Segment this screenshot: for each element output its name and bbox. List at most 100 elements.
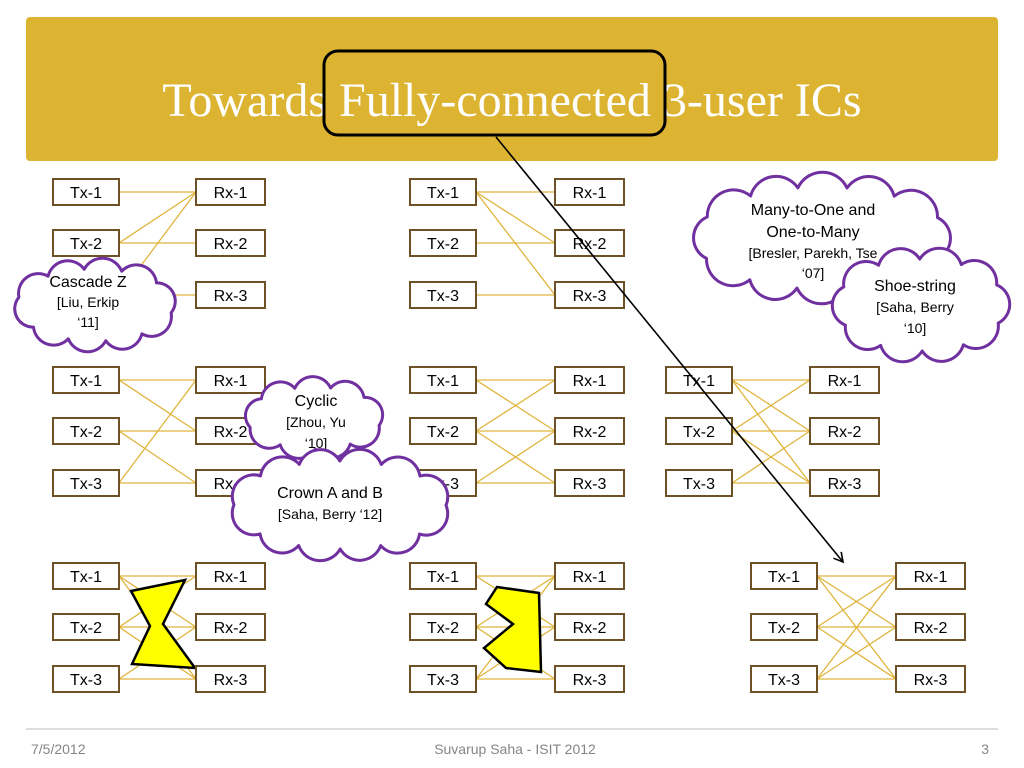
tx-box-frame — [52, 229, 120, 257]
tx-box-frame — [409, 281, 477, 309]
cloud-shape — [243, 375, 385, 460]
link-lines — [475, 191, 556, 296]
tx-label: Tx-3 — [427, 672, 459, 689]
rx-box-frame — [895, 665, 966, 693]
tx-box: Tx-1 — [665, 366, 733, 394]
cloud-citation-line: [Liu, Erkip — [57, 294, 119, 310]
tx-box-frame — [409, 366, 477, 394]
rx-box-frame — [554, 562, 625, 590]
rx-box: Rx-2 — [554, 417, 625, 445]
rx-box: Rx-3 — [554, 469, 625, 497]
cloud-title-line: Cyclic — [295, 393, 338, 410]
tx-box: Tx-2 — [409, 613, 477, 641]
rx-label: Rx-1 — [573, 185, 607, 202]
tx-label: Tx-2 — [427, 620, 459, 637]
rx-box: Rx-2 — [895, 613, 966, 641]
zigzag-marker — [482, 585, 543, 674]
tx-box: Tx-3 — [52, 469, 120, 497]
tx-box: Tx-3 — [409, 281, 477, 309]
tx-box: Tx-3 — [750, 665, 818, 693]
tx-label: Tx-1 — [768, 569, 800, 586]
citation-cloud: Crown A and B [Saha, Berry ‘12] — [230, 447, 450, 563]
cloud-shape — [830, 246, 1012, 364]
tx-box-frame — [52, 613, 120, 641]
rx-box: Rx-1 — [195, 366, 266, 394]
rx-box: Rx-2 — [554, 613, 625, 641]
rx-label: Rx-2 — [573, 424, 607, 441]
tx-box: Tx-2 — [409, 229, 477, 257]
tx-box: Tx-1 — [52, 562, 120, 590]
rx-box: Rx-1 — [554, 178, 625, 206]
link-line — [816, 626, 897, 680]
rx-label: Rx-3 — [914, 672, 948, 689]
cloud-shape — [13, 256, 177, 354]
tx-label: Tx-3 — [70, 672, 102, 689]
rx-box-frame — [554, 665, 625, 693]
tx-label: Tx-1 — [427, 569, 459, 586]
rx-box-frame — [809, 417, 880, 445]
citation-cloud: Cyclic[Zhou, Yu‘10] — [243, 375, 385, 460]
citation-cloud: Cascade Z[Liu, Erkip‘11] — [13, 256, 177, 354]
pointer-arrow — [495, 136, 845, 564]
tx-box: Tx-1 — [409, 562, 477, 590]
tx-label: Tx-1 — [70, 185, 102, 202]
link-line — [816, 575, 897, 680]
cloud-citation-line: [Saha, Berry ‘12] — [278, 506, 382, 522]
rx-box-frame — [809, 366, 880, 394]
highlight-box — [322, 49, 667, 137]
diagram-8: Tx-1Tx-2Tx-3 Rx-1Rx-2Rx-3 — [750, 562, 966, 693]
rx-label: Rx-2 — [214, 620, 248, 637]
cloud-shape — [230, 447, 450, 563]
title-banner — [26, 17, 998, 161]
diagram-3: Tx-1Tx-2Tx-3Rx-1Rx-2Rx-3 — [52, 366, 266, 497]
rx-label: Rx-1 — [214, 569, 248, 586]
cloud-title-line: Many-to-One and — [751, 202, 876, 219]
tx-box-frame — [409, 665, 477, 693]
rx-box-frame — [809, 469, 880, 497]
rx-label: Rx-2 — [214, 236, 248, 253]
tx-box: Tx-2 — [52, 417, 120, 445]
tx-box: Tx-2 — [52, 229, 120, 257]
rx-box-frame — [195, 366, 266, 394]
rx-label: Rx-1 — [914, 569, 948, 586]
citation-cloud: Shoe-string[Saha, Berry‘10] — [830, 246, 1012, 364]
rx-label: Rx-3 — [214, 288, 248, 305]
tx-box-frame — [52, 562, 120, 590]
link-line — [118, 430, 197, 484]
diagram-5: Tx-1Tx-2Tx-3Rx-1Rx-2Rx-3 — [665, 366, 880, 497]
rx-box-frame — [554, 178, 625, 206]
rx-box-frame — [554, 613, 625, 641]
footer-page-number: 3 — [981, 741, 989, 757]
tx-label: Tx-2 — [427, 424, 459, 441]
rx-box: Rx-2 — [195, 229, 266, 257]
rx-box: Rx-1 — [895, 562, 966, 590]
rx-box: Rx-1 — [554, 562, 625, 590]
link-line — [731, 379, 811, 432]
tx-box: Tx-2 — [665, 417, 733, 445]
rx-label: Rx-1 — [573, 569, 607, 586]
tx-box-frame — [52, 178, 120, 206]
tx-box-frame — [52, 366, 120, 394]
tx-label: Tx-2 — [768, 620, 800, 637]
rx-box-frame — [195, 281, 266, 309]
rx-box: Rx-3 — [895, 665, 966, 693]
rx-box: Rx-3 — [554, 281, 625, 309]
tx-label: Tx-3 — [427, 288, 459, 305]
link-line — [118, 191, 197, 244]
tx-label: Tx-1 — [427, 185, 459, 202]
citation-clouds: Cascade Z[Liu, Erkip‘11]Many-to-One andO… — [13, 170, 1012, 563]
rx-box: Rx-1 — [195, 562, 266, 590]
cloud-title-line: Crown A and B — [277, 485, 383, 502]
cloud-citation-line: ‘10] — [904, 320, 927, 336]
tx-label: Tx-3 — [70, 476, 102, 493]
tx-box: Tx-2 — [750, 613, 818, 641]
tx-box-frame — [665, 469, 733, 497]
tx-box-frame — [52, 665, 120, 693]
rx-label: Rx-1 — [214, 185, 248, 202]
rx-box-frame — [554, 417, 625, 445]
tx-box-frame — [409, 178, 477, 206]
diagram-7: Tx-1Tx-2Tx-3Rx-1Rx-2Rx-3 — [409, 562, 625, 693]
tx-label: Tx-2 — [70, 424, 102, 441]
rx-box-frame — [554, 469, 625, 497]
